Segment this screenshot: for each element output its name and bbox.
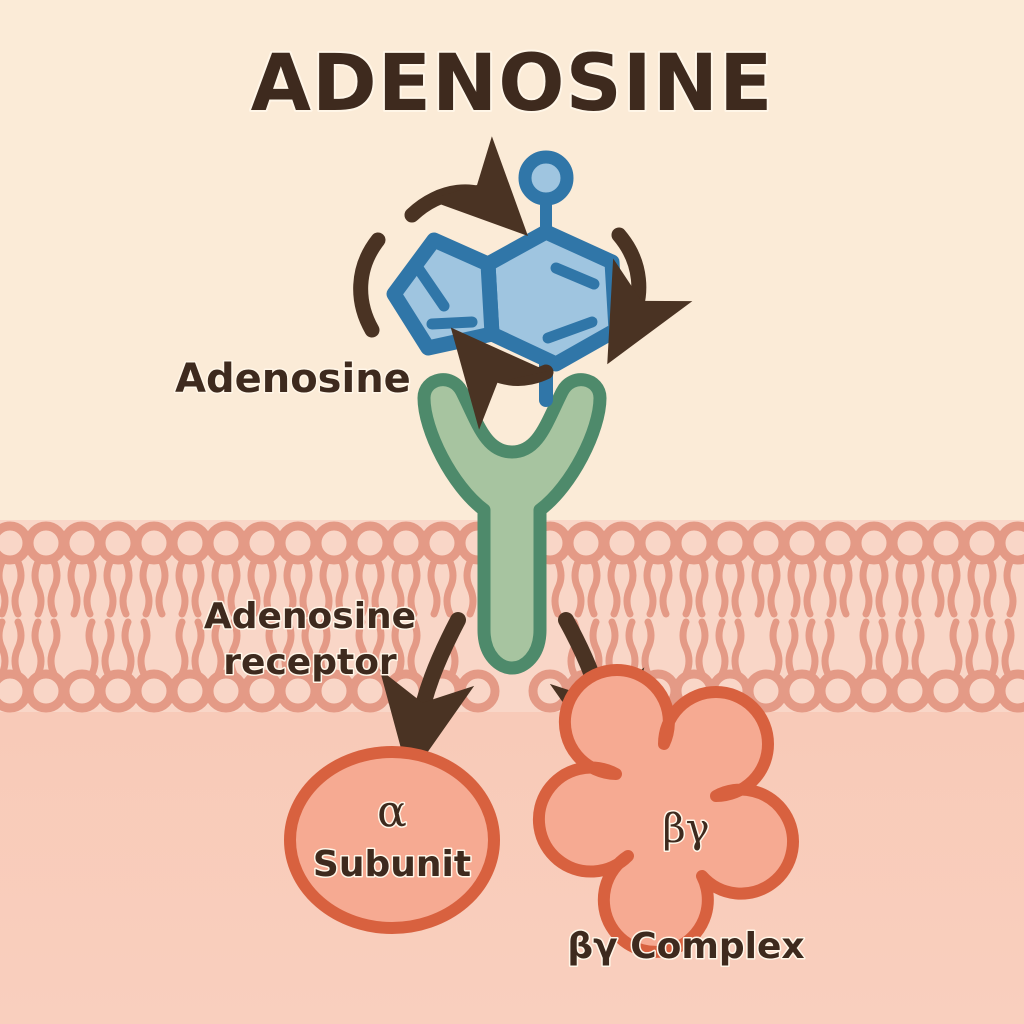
arrow-bottom — [450, 327, 554, 430]
bilayer-upper-tails — [0, 558, 1017, 618]
alpha-symbol-label: α — [377, 786, 407, 837]
molecule-bond-dashes — [412, 262, 600, 344]
arrow-left-arc — [353, 232, 386, 338]
betagamma-complex-shape — [532, 664, 799, 958]
molecule-pyrimidine-ring — [480, 224, 624, 372]
arrow-to-alpha-subunit — [379, 612, 475, 779]
receptor-label-line1: Adenosine — [204, 596, 416, 637]
betagamma-symbol-label: βγ — [662, 806, 709, 852]
alpha-subunit[interactable] — [284, 746, 500, 934]
page-title: ADENOSINE — [251, 39, 774, 129]
rotation-arrows — [404, 136, 693, 430]
molecule-amine-group — [518, 150, 574, 206]
arrow-top — [404, 136, 528, 236]
alpha-subunit-shape — [284, 746, 500, 934]
betagamma-complex[interactable] — [532, 664, 799, 958]
betagamma-complex-caption: βγ Complex — [567, 926, 804, 967]
ligand-label: Adenosine — [175, 356, 411, 402]
bilayer-upper-heads — [0, 521, 1024, 565]
arrow-right — [607, 227, 693, 365]
receptor-label-line2: receptor — [223, 642, 397, 683]
alpha-subunit-label: Subunit — [313, 844, 471, 885]
